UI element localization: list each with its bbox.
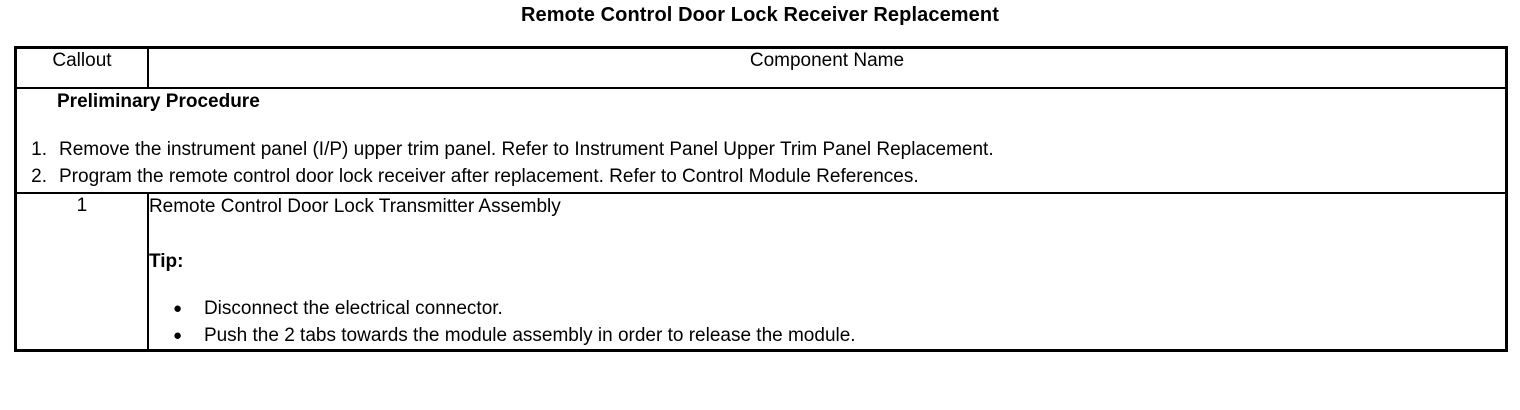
list-item: 1. Remove the instrument panel (I/P) upp… <box>21 136 1505 163</box>
preliminary-steps-list: 1. Remove the instrument panel (I/P) upp… <box>17 136 1505 190</box>
column-header-component-name: Component Name <box>146 46 1508 89</box>
list-item: ● Push the 2 tabs towards the module ass… <box>149 322 1505 349</box>
list-item: 2. Program the remote control door lock … <box>21 163 1505 190</box>
bullet-icon: ● <box>172 300 182 317</box>
tip-text: Disconnect the electrical connector. <box>203 298 503 319</box>
component-name-text: Remote Control Door Lock Transmitter Ass… <box>148 196 561 217</box>
tip-label: Tip: <box>148 251 184 272</box>
step-number: 1. <box>31 139 47 160</box>
page-title: Remote Control Door Lock Receiver Replac… <box>521 4 999 26</box>
table-header-row: Callout Component Name <box>14 46 1508 89</box>
column-header-callout: Callout <box>14 46 149 89</box>
procedure-table: Callout Component Name Preliminary Proce… <box>14 46 1508 352</box>
bullet-icon: ● <box>172 327 182 344</box>
preliminary-procedure-cell: Preliminary Procedure 1. Remove the inst… <box>14 87 1508 194</box>
component-description-cell: Remote Control Door Lock Transmitter Ass… <box>146 192 1508 352</box>
step-number: 2. <box>31 166 47 187</box>
preliminary-procedure-heading: Preliminary Procedure <box>57 91 260 112</box>
list-item: ● Disconnect the electrical connector. <box>149 295 1505 322</box>
tip-text: Push the 2 tabs towards the module assem… <box>203 325 856 346</box>
step-text: Program the remote control door lock rec… <box>59 166 919 187</box>
tip-bullet-list: ● Disconnect the electrical connector. ●… <box>149 295 1505 349</box>
preliminary-procedure-row: Preliminary Procedure 1. Remove the inst… <box>14 87 1508 194</box>
callout-number-cell: 1 <box>14 192 149 352</box>
table-row: 1 Remote Control Door Lock Transmitter A… <box>14 192 1508 352</box>
step-text: Remove the instrument panel (I/P) upper … <box>59 139 994 160</box>
